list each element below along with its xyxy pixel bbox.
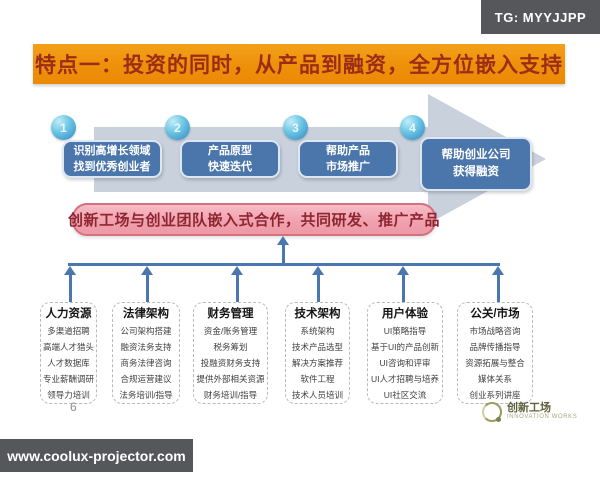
list-item: 法务培训/指导 <box>119 390 173 400</box>
step-number-3: 3 <box>283 115 308 140</box>
column-connector-line-6 <box>496 274 500 302</box>
column-finance: 财务管理 资金/账务管理 税务筹划 投融资财务支持 提供外部相关资源 财务培训/… <box>193 302 268 404</box>
list-item: 合规运营建议 <box>120 374 172 384</box>
column-connector-line-5 <box>401 274 405 302</box>
logo-swirl-icon <box>482 402 502 422</box>
list-item: 财务培训/指导 <box>203 390 258 400</box>
logo-tagline: INNOVATION WORKS <box>507 414 578 420</box>
column-arrow-up-icon-2 <box>141 266 153 275</box>
step-box-3-line-1: 帮助产品 <box>326 144 370 157</box>
banner-arrow-up-icon <box>277 236 289 245</box>
list-item: 高端人才猎头 <box>42 342 94 352</box>
step-box-3-line-2: 市场推广 <box>326 161 370 173</box>
list-item: 人才数据库 <box>47 358 90 368</box>
list-item: 投融资财务支持 <box>200 358 261 368</box>
list-item: 商务法律咨询 <box>120 358 172 368</box>
list-item: 系统架构 <box>300 326 335 336</box>
list-item: 提供外部相关资源 <box>196 374 265 384</box>
list-item: 基于UI的产品创新 <box>370 342 439 352</box>
column-arrow-up-icon-6 <box>492 266 504 275</box>
column-arrow-up-icon-4 <box>312 266 324 275</box>
list-item: 税务筹划 <box>213 342 248 352</box>
step-box-4: 帮助创业公司 获得融资 <box>420 137 532 191</box>
list-item: 融资法务支持 <box>120 342 172 352</box>
list-item: 公司架构搭建 <box>120 326 172 336</box>
column-hr: 人力资源 多渠道招聘 高端人才猎头 人才数据库 专业薪酬调研 领导力培训 <box>40 302 97 404</box>
column-connector-line-3 <box>235 274 239 302</box>
column-pr-title: 公关/市场 <box>470 308 520 320</box>
list-item: 软件工程 <box>300 374 335 384</box>
step-number-4: 4 <box>400 115 425 140</box>
column-arrow-up-icon-1 <box>64 266 76 275</box>
column-pr: 公关/市场 市场战略咨询 品牌传播指导 资源拓展与整合 媒体关系 创业系列讲座 <box>457 302 533 404</box>
step-box-1-line-1: 识别高增长领域 <box>73 144 151 157</box>
list-item: 多渠道招聘 <box>47 326 90 336</box>
step-box-1-line-2: 找到优秀创业者 <box>73 161 151 173</box>
step-number-1: 1 <box>51 115 76 140</box>
slide-title: 特点一：投资的同时，从产品到融资，全方位嵌入支持 <box>33 44 565 84</box>
page-number: 6 <box>70 400 77 414</box>
list-item: 资金/账务管理 <box>203 326 258 336</box>
column-tech: 技术架构 系统架构 技术产品选型 解决方案推荐 软件工程 技术人员培训 <box>285 302 350 404</box>
column-connector-line-4 <box>316 274 320 302</box>
list-item: 创业系列讲座 <box>469 390 521 400</box>
list-item: 资源拓展与整合 <box>465 358 525 368</box>
connector-horizontal-line <box>68 263 500 266</box>
list-item: UI策略指导 <box>383 326 427 336</box>
logo-name: 创新工场 <box>507 402 551 414</box>
tg-badge: TG: MYYJJPP <box>481 0 600 34</box>
list-item: 技术产品选型 <box>291 342 343 352</box>
list-item: 技术人员培训 <box>291 390 343 400</box>
column-arrow-up-icon-5 <box>397 266 409 275</box>
step-box-4-line-1: 帮助创业公司 <box>441 148 511 161</box>
list-item: 领导力培训 <box>47 390 90 400</box>
list-item: UI人才招聘与培养 <box>370 374 439 384</box>
banner-connector-line <box>281 244 285 265</box>
list-item: 市场战略咨询 <box>469 326 521 336</box>
list-item: 品牌传播指导 <box>469 342 521 352</box>
column-ux-title: 用户体验 <box>382 308 428 320</box>
column-legal: 法律架构 公司架构搭建 融资法务支持 商务法律咨询 合规运营建议 法务培训/指导 <box>112 302 180 404</box>
list-item: UI咨询和评审 <box>379 358 431 368</box>
column-arrow-up-icon-3 <box>231 266 243 275</box>
column-tech-title: 技术架构 <box>294 308 341 320</box>
column-finance-title: 财务管理 <box>207 308 254 320</box>
column-legal-title: 法律架构 <box>123 308 169 320</box>
list-item: 媒体关系 <box>477 374 512 384</box>
step-box-2: 产品原型 快速迭代 <box>180 140 280 178</box>
column-ux: 用户体验 UI策略指导 基于UI的产品创新 UI咨询和评审 UI人才招聘与培养 … <box>367 302 443 404</box>
step-box-3: 帮助产品 市场推广 <box>298 140 398 178</box>
column-hr-title: 人力资源 <box>45 308 92 320</box>
column-connector-line-2 <box>145 274 149 302</box>
list-item: 解决方案推荐 <box>291 358 343 368</box>
step-number-2: 2 <box>165 115 190 140</box>
step-box-2-line-1: 产品原型 <box>208 144 252 157</box>
list-item: UI社区交流 <box>383 390 427 400</box>
step-box-1: 识别高增长领域 找到优秀创业者 <box>62 140 162 178</box>
watermark-badge: www.coolux-projector.com <box>0 439 193 472</box>
innovation-works-logo: 创新工场 INNOVATION WORKS <box>482 402 577 422</box>
step-box-2-line-2: 快速迭代 <box>208 161 252 173</box>
list-item: 专业薪酬调研 <box>42 374 94 384</box>
step-box-4-line-2: 获得融资 <box>453 166 499 178</box>
collaboration-banner: 创新工场与创业团队嵌入式合作，共同研发、推广产品 <box>68 203 440 236</box>
column-connector-line-1 <box>68 274 72 302</box>
